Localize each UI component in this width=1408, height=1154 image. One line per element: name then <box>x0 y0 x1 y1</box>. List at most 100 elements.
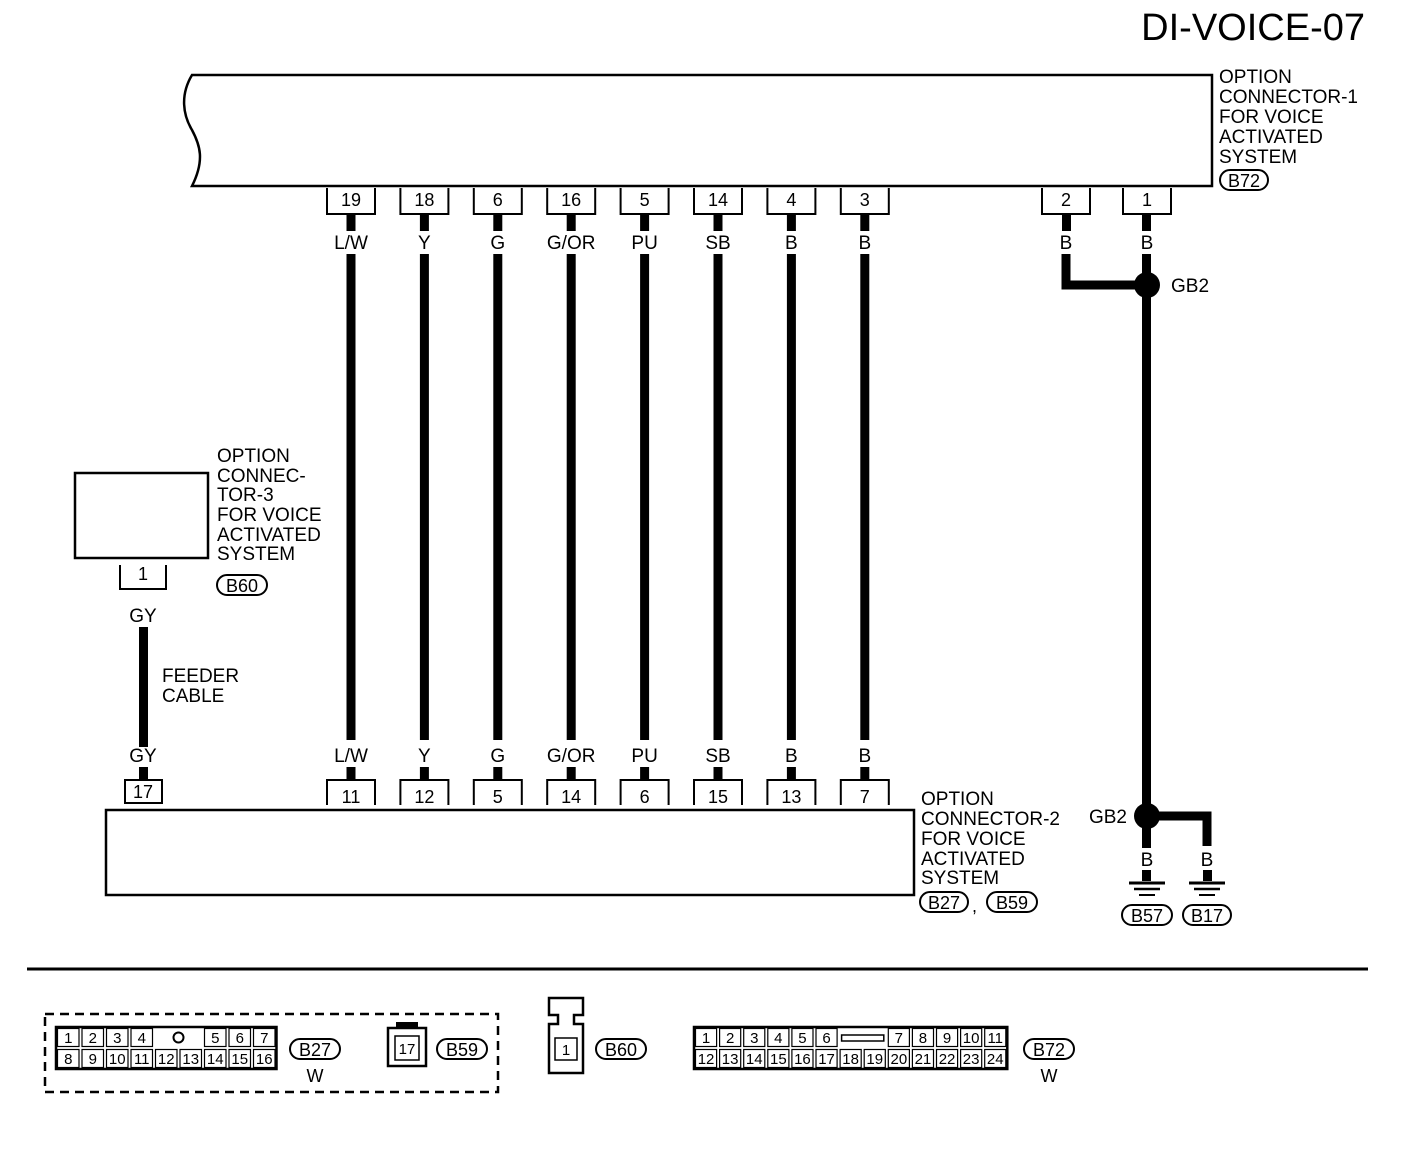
ground-wire-color-a: B <box>1060 233 1073 254</box>
b72-pin-label: 10 <box>963 1030 980 1047</box>
svg-text:FOR VOICE: FOR VOICE <box>217 505 322 526</box>
splice-gb2-bottom-label: GB2 <box>1089 807 1127 828</box>
svg-text:CABLE: CABLE <box>162 686 224 707</box>
b72-pin-label: 15 <box>770 1051 787 1068</box>
option-connector-3-label: OPTION CONNEC- TOR-3 FOR VOICE ACTIVATED… <box>217 446 322 565</box>
bottom-pin-bracket <box>766 779 817 805</box>
wire-color-bottom: G/OR <box>547 746 596 767</box>
ground-symbol-b17 <box>1189 870 1225 896</box>
option-connector-1-body <box>182 73 1214 188</box>
wire-stub-top <box>419 214 429 231</box>
wire-stub-bottom <box>419 767 429 780</box>
b72-cavity <box>863 1048 886 1069</box>
b27-cavity <box>56 1027 80 1048</box>
option-connector-2-body <box>104 808 916 897</box>
top-pin-number: 18 <box>414 190 434 210</box>
ground-wire-b <box>1147 811 1212 846</box>
splice-gb2-top <box>1134 272 1160 298</box>
b27-pin-label: 5 <box>211 1030 219 1047</box>
wire-color-bottom: G <box>490 746 505 767</box>
top-pin-number: 19 <box>341 190 361 210</box>
b72-cavity <box>984 1027 1007 1048</box>
bottom-pin-bracket <box>472 779 523 805</box>
svg-text:1: 1 <box>138 564 148 584</box>
connector-view-b72-color: W <box>1041 1066 1058 1086</box>
connector-code-b27: B27 <box>919 891 969 913</box>
b72-pin-label: 5 <box>798 1030 806 1047</box>
diagram-title: DI-VOICE-07 <box>1141 7 1365 49</box>
svg-text:SYSTEM: SYSTEM <box>1219 147 1297 168</box>
bottom-pin-bracket <box>693 779 743 805</box>
b27-pin-label: 13 <box>182 1051 199 1068</box>
code-separator: , <box>972 896 977 916</box>
bottom-pin-number: 5 <box>493 787 503 807</box>
b72-pin-label: 7 <box>895 1030 903 1047</box>
svg-text:B60: B60 <box>605 1040 637 1060</box>
wire-line <box>566 254 576 740</box>
wire-line <box>493 254 503 740</box>
svg-text:SYSTEM: SYSTEM <box>921 868 999 889</box>
b72-cavity <box>815 1048 838 1069</box>
feeder-wire-color-bottom: GY <box>129 746 157 767</box>
b27-cavity <box>228 1027 252 1048</box>
top-pin-number: 5 <box>640 190 650 210</box>
svg-text:CONNEC-: CONNEC- <box>217 466 306 487</box>
b72-cavity <box>839 1048 862 1069</box>
b27-pin-label: 16 <box>256 1051 273 1068</box>
wire-color-top: Y <box>418 233 431 254</box>
b27-cavity <box>252 1048 276 1069</box>
b72-pin-label: 19 <box>866 1051 883 1068</box>
wire-color-top: G/OR <box>547 233 596 254</box>
feeder-cable-label: FEEDER CABLE <box>162 666 239 707</box>
svg-text:TOR-3: TOR-3 <box>217 485 274 506</box>
option-connector-3-body <box>73 471 210 560</box>
bottom-pin-bracket <box>399 779 450 805</box>
option-connector-1-label: OPTION CONNECTOR-1 FOR VOICE ACTIVATED S… <box>1219 67 1358 168</box>
b72-cavity <box>959 1027 983 1048</box>
ground-wire-trunk <box>1142 254 1151 816</box>
b27-pin-label: 11 <box>134 1051 150 1068</box>
wire-stub-top <box>566 214 576 231</box>
b27-cavity <box>228 1048 252 1069</box>
top-pin-number: 16 <box>561 190 581 210</box>
ground-code-b57: B57 <box>1121 904 1173 926</box>
b27-cavity <box>154 1048 178 1069</box>
b72-pin-label: 9 <box>943 1030 951 1047</box>
ground-wire-color-b: B <box>1141 233 1154 254</box>
wire-line <box>786 254 796 740</box>
wire-line <box>640 254 650 740</box>
svg-text:OPTION: OPTION <box>921 789 994 810</box>
connector-view-b59-code: B59 <box>436 1038 488 1060</box>
connector-view-b27-code: B27 <box>289 1038 341 1060</box>
svg-text:OPTION: OPTION <box>217 446 290 467</box>
svg-text:17: 17 <box>133 782 153 802</box>
b27-cavity <box>81 1048 105 1069</box>
wire-stub-bottom <box>493 767 503 780</box>
ground-a-color: B <box>1141 850 1154 871</box>
b27-cavity <box>56 1048 80 1069</box>
b27-pin-label: 2 <box>89 1030 97 1047</box>
ground-pin-1: 1 <box>1122 188 1172 215</box>
feeder-cable-wire <box>139 627 148 747</box>
feeder-wire-color-top: GY <box>129 606 157 627</box>
svg-text:B57: B57 <box>1131 906 1163 926</box>
svg-text:1: 1 <box>562 1042 570 1059</box>
svg-text:ACTIVATED: ACTIVATED <box>921 849 1025 870</box>
svg-text:ACTIVATED: ACTIVATED <box>1219 127 1323 148</box>
svg-text:B17: B17 <box>1191 906 1223 926</box>
ground-symbol-b57 <box>1129 870 1165 896</box>
b27-cavity <box>203 1048 227 1069</box>
b27-cavity <box>130 1048 154 1069</box>
wire-stub-top <box>713 214 723 231</box>
connector-view-b59: 17 <box>386 1022 428 1068</box>
b72-cavity <box>959 1048 983 1069</box>
b72-pin-label: 23 <box>963 1051 980 1068</box>
